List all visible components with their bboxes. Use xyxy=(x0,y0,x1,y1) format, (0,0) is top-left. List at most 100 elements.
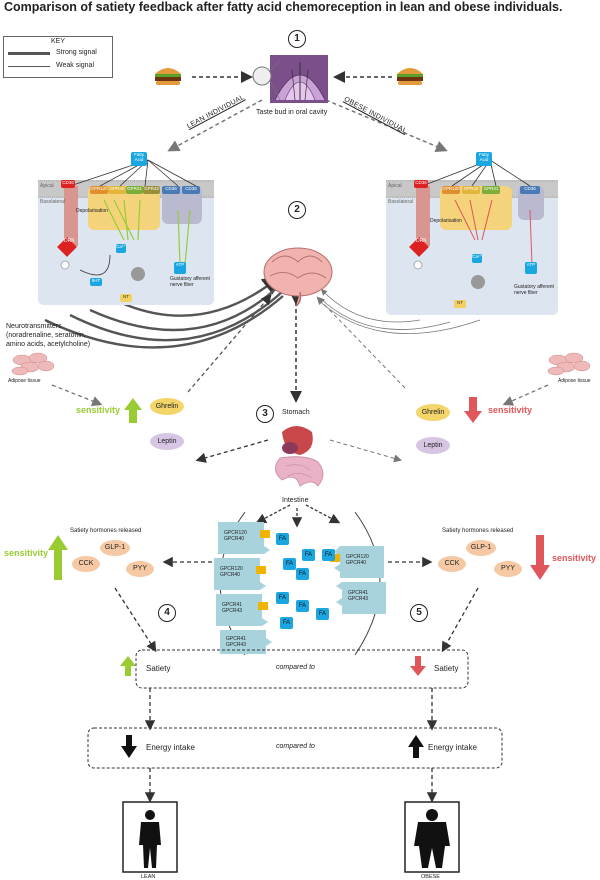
obese-label: OBESE xyxy=(421,874,440,880)
stomach-intestine-illustration xyxy=(275,426,324,487)
obese-apical-label: Apical xyxy=(388,183,402,189)
fa-box-9: FA xyxy=(280,617,293,629)
lean-burger-icon xyxy=(153,64,183,86)
lean-strong-signal-3 xyxy=(69,291,283,342)
lean-strong-signal-4 xyxy=(44,295,284,349)
fa-box-4: FA xyxy=(283,558,296,570)
lean-sensitivity-up-arrow xyxy=(124,398,142,423)
lean-hormone-brain-arrow xyxy=(187,294,272,393)
lean-glp1: GLP-1 xyxy=(100,540,130,556)
lean-receptor-2: GPR120 xyxy=(90,186,108,194)
lean-energy-label: Energy intake xyxy=(146,743,195,752)
lean-receptor-5: GPR43 xyxy=(143,186,160,194)
obese-satiety-released-label: Satiety hormones released xyxy=(442,528,514,534)
obese-person-icon xyxy=(404,801,460,873)
obese-sensitivity-label: sensitivity xyxy=(488,405,533,415)
stomach-label: Stomach xyxy=(282,409,310,416)
obese-hormone-down-arrow xyxy=(530,535,550,580)
weak-signal-label: Weak signal xyxy=(56,62,95,69)
obese-nt-tag: NT xyxy=(454,300,466,308)
fa-box-3: FA xyxy=(322,549,335,561)
brain-illustration xyxy=(263,247,333,307)
obese-burger-icon xyxy=(395,64,425,86)
obese-atp-tag: ATP xyxy=(525,262,537,274)
obese-pyy: PYY xyxy=(494,561,522,577)
lean-satiety-label: Satiety xyxy=(146,664,171,673)
legend-key: KEY Strong signal Weak signal xyxy=(3,36,113,78)
lean-receptor-6: CD36 xyxy=(162,186,180,194)
satiety-down-arrow xyxy=(410,656,426,676)
adipose-right-label: Adipose tissue xyxy=(558,378,591,384)
obese-drk-label: DRK xyxy=(416,238,427,244)
obese-receptor-3: GPR40 xyxy=(462,186,480,194)
lean-receptor-3: GPR40 xyxy=(108,186,126,194)
obese-energy-label: Energy intake xyxy=(428,743,477,752)
figure-title: Comparison of satiety feedback after fat… xyxy=(4,0,563,14)
lean-ca-tag: Ca²⁺ xyxy=(116,244,126,253)
intestine-arc-right xyxy=(354,511,381,656)
obese-satiety-arrow xyxy=(441,587,479,653)
obese-glp1: GLP-1 xyxy=(466,540,496,556)
weak-signal-line xyxy=(8,66,50,67)
obese-weak-signal-3 xyxy=(317,299,481,334)
adipose-left xyxy=(11,352,55,376)
energy-compared-to: compared to xyxy=(276,743,315,750)
lean-drk-label: DRK xyxy=(64,238,75,244)
obese-nerve-label: Gustatory afferent nerve fiber xyxy=(514,284,554,296)
fa-box-2: FA xyxy=(302,549,315,561)
lean-basolateral-label: Basolateral xyxy=(40,199,66,205)
obese-sensitivity-down-arrow xyxy=(464,397,482,423)
stomach-lean-arrow xyxy=(195,439,269,463)
satiety-comparison-box xyxy=(135,649,469,689)
lean-strong-signal-2 xyxy=(89,284,281,332)
obese-satiety-label: Satiety xyxy=(434,664,459,673)
satiety-up-arrow xyxy=(120,656,136,676)
left-receptor-3: GPCR41 GPCR43 xyxy=(222,602,243,614)
lean-label: LEAN xyxy=(141,874,156,880)
fa-box-7: FA xyxy=(296,600,309,612)
lean-receptor-7: CD36 xyxy=(182,186,200,194)
intestine-cells-left xyxy=(214,522,272,654)
left-receptor-2: GPCR120 GPCR40 xyxy=(220,566,243,578)
lean-hormone-sensitivity-label: sensitivity xyxy=(4,548,49,558)
left-receptor-4: GPCR41 GPCR43 xyxy=(226,636,247,648)
lean-ghrelin: Ghrelin xyxy=(150,398,184,415)
strong-signal-label: Strong signal xyxy=(56,49,97,56)
lean-strong-signal-1 xyxy=(114,275,282,317)
lean-receptor-4: GPR41 xyxy=(126,186,143,194)
lean-hormone-up-arrow xyxy=(48,535,68,580)
obese-ca-tag: Ca²⁺ xyxy=(472,254,482,263)
lean-pyy: PYY xyxy=(126,561,154,577)
lean-individual-arrow xyxy=(167,99,263,152)
satiety-compared-to: compared to xyxy=(276,664,315,671)
key-heading: KEY xyxy=(50,38,65,45)
lean-leptin: Leptin xyxy=(150,433,184,450)
intestine-arrow-left xyxy=(255,504,291,524)
obese-receptor-1: CD36 xyxy=(414,180,428,188)
lean-sensitivity-label: sensitivity xyxy=(76,405,121,415)
neurotransmitters-label: Neurotransmitters (noradrenaline, serato… xyxy=(6,323,91,348)
adipose-right xyxy=(547,352,591,376)
lean-receptor-1: CD36 xyxy=(61,180,75,188)
adipose-right-arrow xyxy=(502,384,549,406)
adipose-left-label: Adipose tissue xyxy=(8,378,41,384)
obese-hormone-sensitivity-label: sensitivity xyxy=(552,553,597,563)
obese-cck: CCK xyxy=(438,556,466,572)
fa-box-8: FA xyxy=(316,608,329,620)
step-3-badge: 3 xyxy=(256,405,274,423)
lean-cck: CCK xyxy=(72,556,100,572)
obese-receptor-2: GPR120 xyxy=(442,186,460,194)
intestine-cells-right xyxy=(330,546,386,614)
obese-basolateral-label: Basolateral xyxy=(388,199,414,205)
step-1-badge: 1 xyxy=(288,30,306,48)
taste-bud-label: Taste bud in oral cavity xyxy=(256,109,328,116)
energy-up-arrow xyxy=(408,735,424,758)
step-4-badge: 4 xyxy=(158,604,176,622)
lean-fatty-acid-tag: Fatty Acid xyxy=(131,152,147,166)
obese-leptin: Leptin xyxy=(416,437,450,454)
obese-weak-signal-2 xyxy=(319,297,451,330)
right-receptor-2: GPCR41 GPCR43 xyxy=(348,590,369,602)
lean-satiety-arrow xyxy=(114,587,157,653)
left-receptor-1: GPCR120 GPCR40 xyxy=(224,530,247,542)
